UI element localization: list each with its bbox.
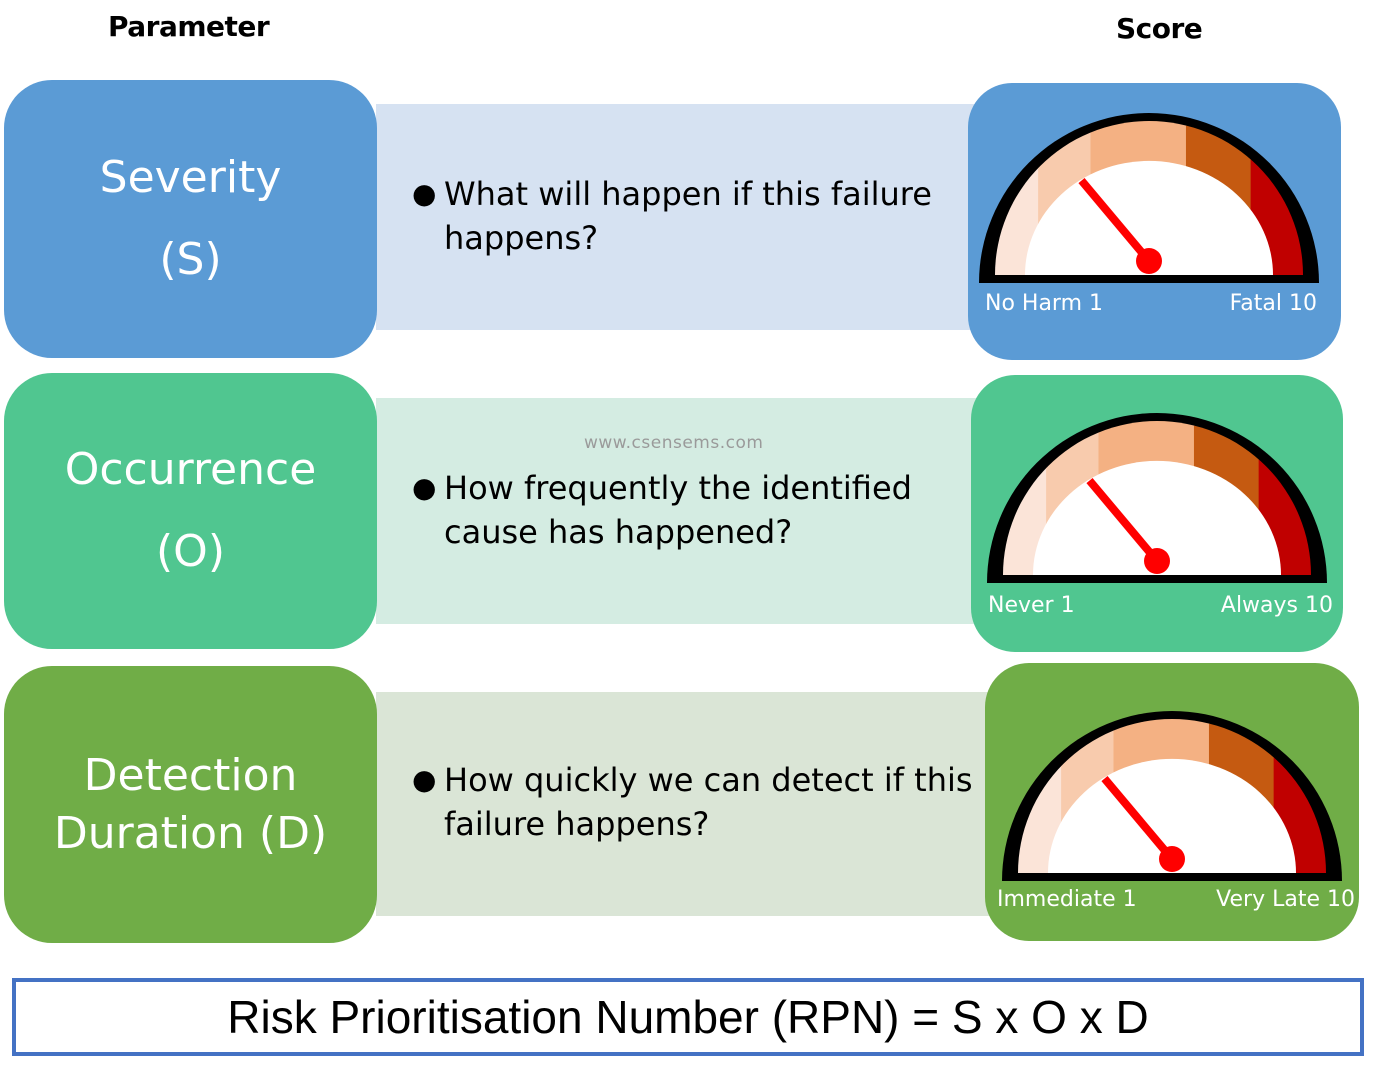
occurrence-question-band: ● How frequently the identified cause ha… xyxy=(376,398,981,624)
gauge-needle-hub xyxy=(1136,248,1162,274)
detection-abbrev: Duration (D) xyxy=(53,807,328,859)
gauge-needle-hub xyxy=(1144,548,1170,574)
detection-gauge-max-label: Very Late 10 xyxy=(1216,887,1355,912)
detection-parameter-box: Detection Duration (D) xyxy=(4,666,377,943)
occurrence-abbrev: (O) xyxy=(156,526,225,577)
severity-question-band: ● What will happen if this failure happe… xyxy=(376,104,976,330)
detection-question: ● How quickly we can detect if this fail… xyxy=(412,758,973,846)
detection-question-band: ● How quickly we can detect if this fail… xyxy=(376,692,991,916)
severity-abbrev: (S) xyxy=(159,234,222,285)
severity-gauge-min-label: No Harm 1 xyxy=(985,291,1104,316)
occurrence-gauge xyxy=(987,413,1327,583)
gauge-needle xyxy=(1101,775,1176,862)
severity-gauge-max-label: Fatal 10 xyxy=(1229,291,1317,316)
detection-label: Detection xyxy=(83,749,298,801)
occurrence-parameter-box: Occurrence (O) xyxy=(4,373,377,649)
severity-gauge xyxy=(979,113,1319,283)
detection-gauge-box: Immediate 1 Very Late 10 xyxy=(985,663,1359,941)
severity-gauge-box: No Harm 1 Fatal 10 xyxy=(968,83,1341,360)
watermark-overlay: www.csensems.com xyxy=(584,433,764,453)
rpn-formula: Risk Prioritisation Number (RPN) = S x O… xyxy=(12,978,1364,1056)
detection-gauge-min-label: Immediate 1 xyxy=(997,887,1137,912)
bullet-icon: ● xyxy=(412,177,437,210)
bullet-icon: ● xyxy=(412,471,437,504)
severity-label: Severity xyxy=(99,152,282,203)
severity-parameter-box: Severity (S) xyxy=(4,80,377,358)
occurrence-gauge-min-label: Never 1 xyxy=(988,593,1075,618)
gauge-needle xyxy=(1086,477,1161,564)
occurrence-label: Occurrence xyxy=(64,444,317,495)
parameter-column-header: Parameter xyxy=(108,10,270,43)
score-column-header: Score xyxy=(1116,12,1203,45)
bullet-icon: ● xyxy=(412,763,437,796)
occurrence-question: ● How frequently the identified cause ha… xyxy=(412,466,912,554)
detection-gauge xyxy=(1002,711,1342,881)
severity-question: ● What will happen if this failure happe… xyxy=(412,172,932,260)
gauge-needle xyxy=(1078,177,1153,264)
gauge-needle-hub xyxy=(1159,846,1185,872)
occurrence-gauge-max-label: Always 10 xyxy=(1220,593,1333,618)
occurrence-gauge-box: Never 1 Always 10 xyxy=(971,375,1343,652)
